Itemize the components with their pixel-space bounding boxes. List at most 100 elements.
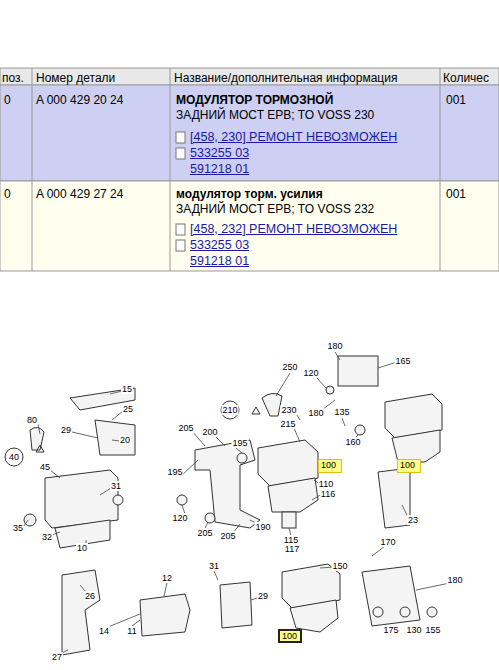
highlighted-callout: 100 bbox=[397, 459, 421, 473]
table-cell: 533255 03 bbox=[190, 238, 249, 252]
callout-circle bbox=[5, 401, 239, 466]
callout-number: 195 bbox=[231, 438, 248, 448]
leader-line bbox=[294, 428, 300, 442]
highlighted-callout: 100 bbox=[278, 629, 302, 643]
table-cell: [458, 232] РЕМОНТ НЕВОЗМОЖЕН bbox=[190, 222, 397, 236]
table-cell: Название/дополнительная информация bbox=[174, 71, 397, 85]
callout-number: 15 bbox=[121, 384, 133, 394]
callout-number: 20 bbox=[119, 435, 131, 445]
valve-body bbox=[268, 478, 318, 512]
relay-valve bbox=[140, 594, 190, 636]
table-row bbox=[0, 181, 499, 271]
table-cell: Номер детали bbox=[36, 71, 115, 85]
table-cell: модулятор торм. усилия bbox=[176, 187, 323, 201]
callout-number: 155 bbox=[424, 625, 441, 635]
bracket bbox=[195, 440, 260, 528]
callout-number: 25 bbox=[122, 404, 134, 414]
table-cell: A 000 429 27 24 bbox=[36, 187, 123, 201]
callout-number: 11 bbox=[126, 626, 137, 636]
parts-table bbox=[0, 0, 499, 290]
callout-number: 80 bbox=[26, 415, 38, 425]
table-cell: [458, 230] РЕМОНТ НЕВОЗМОЖЕН bbox=[190, 130, 397, 144]
callout-number: 31 bbox=[110, 481, 122, 491]
leader-line bbox=[372, 546, 385, 556]
callout-number: 230 bbox=[280, 405, 297, 415]
callout-number: 45 bbox=[39, 462, 51, 472]
bracket bbox=[62, 570, 100, 655]
port-fitting bbox=[113, 495, 123, 505]
column-lines bbox=[32, 68, 440, 271]
callout-number: 40 bbox=[8, 452, 20, 462]
callout-number: 205 bbox=[219, 531, 236, 541]
bracket bbox=[362, 566, 420, 626]
bolt bbox=[237, 453, 247, 463]
callout-number: 26 bbox=[84, 591, 96, 601]
leader-line bbox=[214, 571, 218, 580]
table-cell: 591218 01 bbox=[190, 162, 249, 176]
callout-number: 215 bbox=[279, 419, 296, 429]
table-row bbox=[0, 85, 499, 181]
callout-number: 117 bbox=[284, 544, 300, 554]
callout-number: 14 bbox=[98, 626, 110, 636]
bracket bbox=[378, 468, 410, 528]
leader-line bbox=[50, 470, 60, 478]
callout-number: 180 bbox=[307, 408, 324, 418]
leader-line bbox=[416, 583, 450, 590]
leader-line bbox=[38, 424, 40, 434]
bolt bbox=[427, 607, 437, 617]
nut bbox=[205, 513, 215, 523]
leader-line bbox=[52, 532, 60, 535]
leader-lines bbox=[24, 352, 450, 653]
leader-line bbox=[181, 460, 198, 476]
callout-number: 180 bbox=[446, 575, 463, 585]
callout-number: 29 bbox=[257, 591, 269, 601]
leader-line bbox=[276, 373, 290, 396]
callout-number: 135 bbox=[333, 407, 350, 417]
bolt bbox=[326, 386, 334, 394]
bolt bbox=[355, 425, 365, 435]
table-cell: 591218 01 bbox=[190, 254, 249, 268]
callout-number: 35 bbox=[12, 523, 24, 533]
connector bbox=[30, 427, 44, 450]
highlighted-callout: 100 bbox=[318, 459, 342, 473]
valve-body bbox=[290, 600, 338, 632]
bracket bbox=[338, 356, 378, 386]
callout-number: 29 bbox=[60, 425, 72, 435]
callout-number: 27 bbox=[51, 652, 63, 662]
callout-number: 32 bbox=[41, 532, 53, 542]
callout-number: 130 bbox=[405, 625, 422, 635]
table-cell: 533255 03 bbox=[190, 146, 249, 160]
callout-number: 100 bbox=[282, 631, 298, 641]
table-cell: поз. bbox=[2, 71, 24, 85]
callout-number: 190 bbox=[254, 522, 271, 532]
port bbox=[282, 512, 296, 528]
table-cell: 0 bbox=[4, 187, 11, 201]
callout-number: 120 bbox=[302, 368, 319, 378]
callout-number: 150 bbox=[331, 561, 348, 571]
modulator-valve bbox=[45, 470, 118, 528]
leader-line bbox=[316, 377, 326, 388]
callout-number: 100 bbox=[400, 460, 418, 470]
callout-number: 250 bbox=[281, 362, 298, 372]
valve-body bbox=[392, 430, 440, 462]
table-cell: 0 bbox=[4, 93, 11, 107]
table-cell: 001 bbox=[446, 93, 466, 107]
bracket bbox=[95, 420, 135, 455]
callout-number: 120 bbox=[171, 513, 188, 523]
connector bbox=[262, 393, 282, 416]
callout-number: 195 bbox=[166, 467, 183, 477]
leader-line bbox=[342, 418, 345, 426]
table-cell: МОДУЛЯТОР ТОРМОЗНОЙ bbox=[176, 93, 333, 107]
callout-number: 165 bbox=[394, 356, 411, 366]
callout-number: 205 bbox=[177, 423, 194, 433]
callout-number: 23 bbox=[407, 515, 419, 525]
callout-number: 200 bbox=[201, 427, 218, 437]
leader-line bbox=[236, 448, 242, 453]
leader-line bbox=[72, 432, 98, 438]
table-cell: ЗАДНИЙ МОСТ EPB; TO VOSS 232 bbox=[176, 202, 374, 216]
table-cell: 001 bbox=[446, 187, 466, 201]
callout-number: 205 bbox=[196, 528, 213, 538]
port-fitting bbox=[24, 514, 36, 526]
callout-number: 12 bbox=[161, 573, 173, 583]
leader-line bbox=[215, 436, 225, 446]
